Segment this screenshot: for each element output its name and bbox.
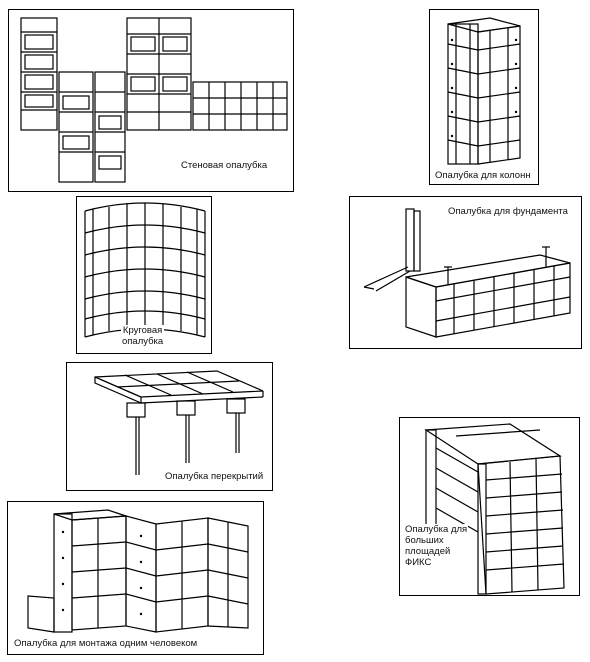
circular-formwork-caption: Круговая опалубка bbox=[121, 325, 165, 347]
panel-foundation-formwork: Опалубка для фундамента bbox=[349, 196, 582, 349]
slab-formwork-caption: Опалубка перекрытий bbox=[165, 471, 264, 482]
panel-column-formwork: Опалубка для колонн bbox=[429, 9, 539, 185]
single-person-formwork-caption: Опалубка для монтажа одним человеком bbox=[14, 638, 198, 649]
panel-slab-formwork: Опалубка перекрытий bbox=[66, 362, 273, 491]
wall-formwork-caption: Стеновая опалубка bbox=[181, 160, 268, 171]
foundation-formwork-drawing bbox=[363, 208, 571, 338]
slab-formwork-drawing bbox=[94, 370, 264, 475]
foundation-formwork-caption: Опалубка для фундамента bbox=[448, 206, 568, 217]
large-area-formwork-drawing bbox=[424, 423, 565, 595]
column-formwork-drawing bbox=[447, 17, 521, 165]
column-formwork-caption: Опалубка для колонн bbox=[435, 170, 531, 181]
large-area-formwork-caption: Опалубка для больших площадей ФИКС bbox=[404, 524, 469, 568]
panel-circular-formwork: Круговая опалубка bbox=[76, 196, 212, 354]
wall-formwork-drawing bbox=[20, 17, 288, 183]
single-person-formwork-drawing bbox=[27, 509, 249, 633]
panel-single-person-formwork: Опалубка для монтажа одним человеком bbox=[7, 501, 264, 655]
panel-large-area-formwork: Опалубка для больших площадей ФИКС bbox=[399, 417, 580, 596]
panel-wall-formwork: Стеновая опалубка bbox=[8, 9, 294, 192]
circular-formwork-drawing bbox=[84, 202, 206, 338]
